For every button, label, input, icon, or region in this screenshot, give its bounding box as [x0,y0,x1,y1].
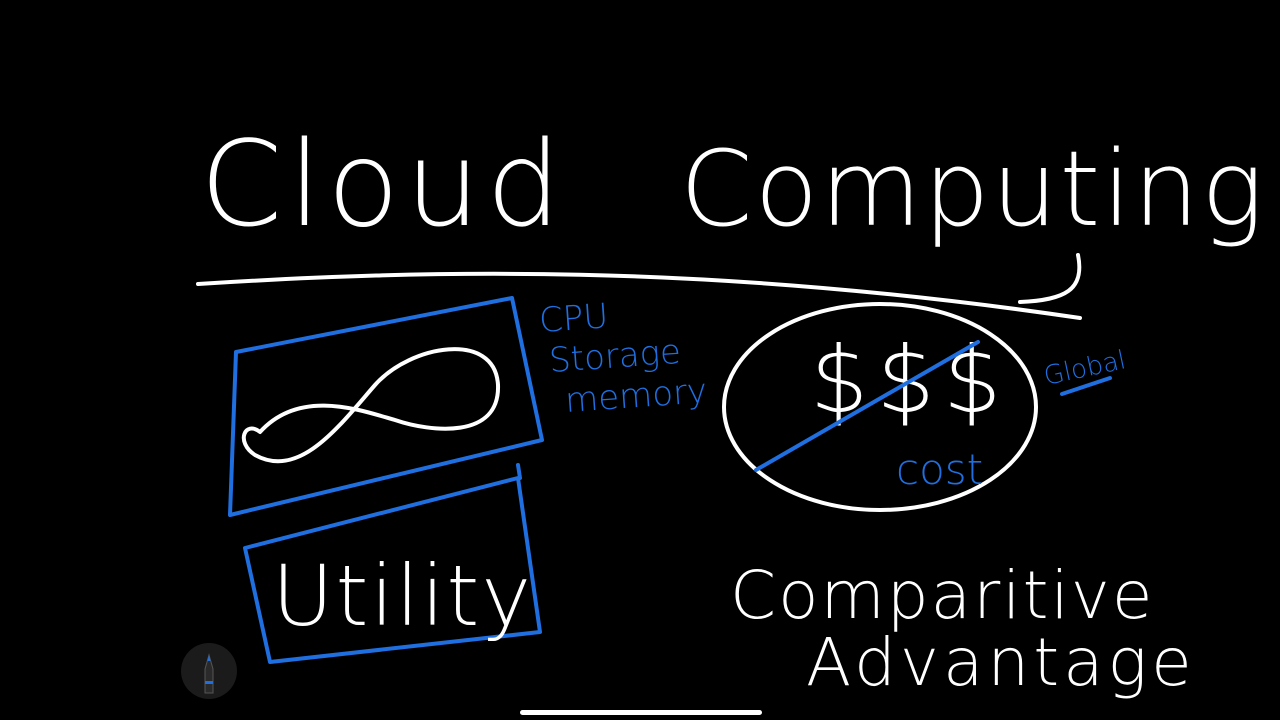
cost-label: cost [896,445,983,494]
utility-box [243,476,542,664]
home-indicator[interactable] [520,710,762,715]
advantage-label: Advantage [806,624,1196,701]
note-memory: memory [564,371,709,421]
utility-label: Utility [272,547,533,645]
cost-strike [754,340,980,472]
infinity-box [228,296,544,517]
pen-tool-button[interactable] [181,643,237,699]
note-cpu: CPU [538,296,610,341]
infinity-symbol [241,347,501,464]
title-computing: Computing [680,128,1265,250]
utility-box-tab [516,463,522,480]
note-storage: Storage [548,332,682,381]
title-underline-hook [1018,253,1082,304]
global-underline [1060,376,1112,396]
cost-ellipse [722,302,1038,512]
pen-icon [204,653,214,694]
title-cloud: Cloud [200,115,567,253]
comparitive-label: Comparitive [730,557,1154,634]
title-underline [196,271,1082,320]
